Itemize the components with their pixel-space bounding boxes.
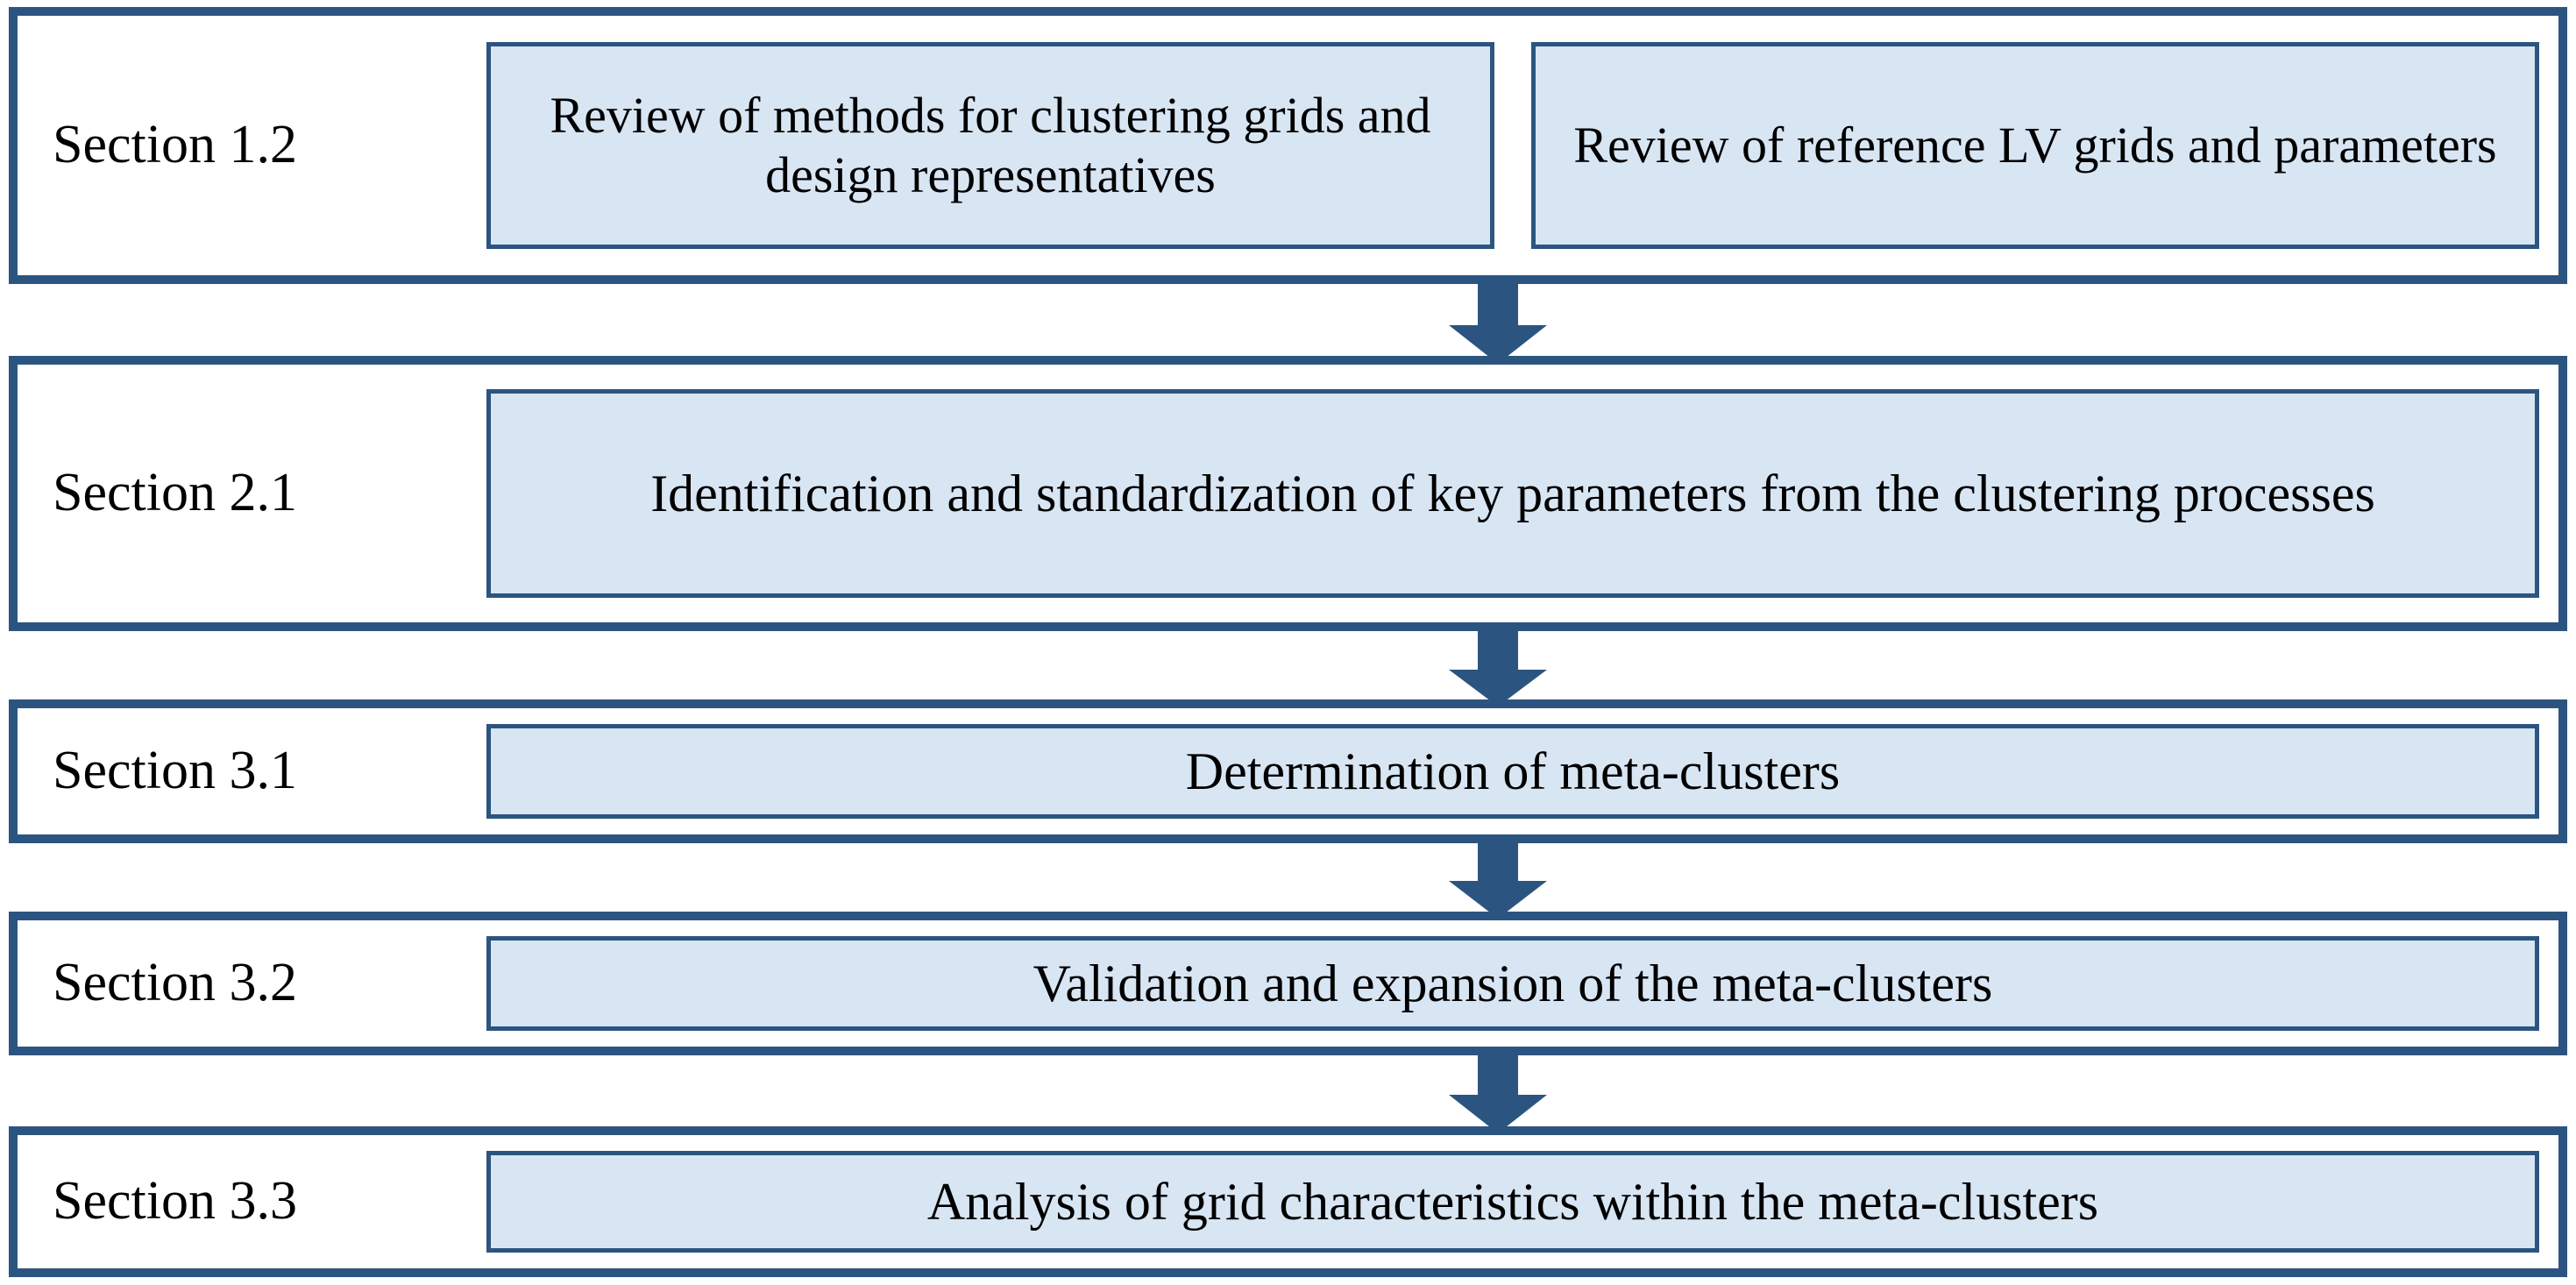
section-label-1: Section 1.2 bbox=[53, 115, 297, 175]
section-row-1: Section 1.2 Review of methods for cluste… bbox=[9, 7, 2567, 284]
down-arrow-icon-1 bbox=[1449, 276, 1547, 364]
section-label-3: Section 3.1 bbox=[53, 741, 297, 801]
section-label-4: Section 3.2 bbox=[53, 953, 297, 1013]
section-label-5: Section 3.3 bbox=[53, 1171, 297, 1232]
process-box-5-1[interactable]: Analysis of grid characteristics within … bbox=[486, 1151, 2539, 1253]
boxes-cell-3: Determination of meta-clusters bbox=[486, 708, 2558, 834]
process-box-3-1[interactable]: Determination of meta-clusters bbox=[486, 724, 2539, 819]
boxes-cell-1: Review of methods for clustering grids a… bbox=[486, 16, 2558, 275]
process-box-5-1-label: Analysis of grid characteristics within … bbox=[926, 1172, 2099, 1231]
section-label-cell-1: Section 1.2 bbox=[18, 16, 486, 275]
boxes-cell-4: Validation and expansion of the meta-clu… bbox=[486, 920, 2558, 1047]
process-box-4-1-label: Validation and expansion of the meta-clu… bbox=[1033, 954, 1993, 1012]
section-row-4: Section 3.2 Validation and expansion of … bbox=[9, 912, 2567, 1055]
section-label-cell-5: Section 3.3 bbox=[18, 1135, 486, 1268]
process-box-3-1-label: Determination of meta-clusters bbox=[1185, 742, 1841, 800]
down-arrow-icon-3 bbox=[1449, 834, 1547, 919]
boxes-cell-5: Analysis of grid characteristics within … bbox=[486, 1135, 2558, 1268]
process-box-1-2-label: Review of reference LV grids and paramet… bbox=[1573, 116, 2497, 174]
section-label-cell-2: Section 2.1 bbox=[18, 365, 486, 622]
process-box-4-1[interactable]: Validation and expansion of the meta-clu… bbox=[486, 936, 2539, 1031]
process-box-1-1[interactable]: Review of methods for clustering grids a… bbox=[486, 42, 1494, 249]
process-box-1-2[interactable]: Review of reference LV grids and paramet… bbox=[1531, 42, 2539, 249]
section-label-cell-4: Section 3.2 bbox=[18, 920, 486, 1047]
boxes-cell-2: Identification and standardization of ke… bbox=[486, 365, 2558, 622]
process-box-2-1-label: Identification and standardization of ke… bbox=[650, 464, 2375, 522]
down-arrow-icon-2 bbox=[1449, 624, 1547, 706]
section-row-3: Section 3.1 Determination of meta-cluste… bbox=[9, 699, 2567, 843]
process-box-2-1[interactable]: Identification and standardization of ke… bbox=[486, 389, 2539, 598]
section-row-5: Section 3.3 Analysis of grid characteris… bbox=[9, 1126, 2567, 1277]
section-label-cell-3: Section 3.1 bbox=[18, 708, 486, 834]
process-box-1-1-label: Review of methods for clustering grids a… bbox=[550, 86, 1431, 203]
down-arrow-icon-4 bbox=[1449, 1048, 1547, 1133]
section-row-2: Section 2.1 Identification and standardi… bbox=[9, 356, 2567, 631]
section-label-2: Section 2.1 bbox=[53, 463, 297, 523]
